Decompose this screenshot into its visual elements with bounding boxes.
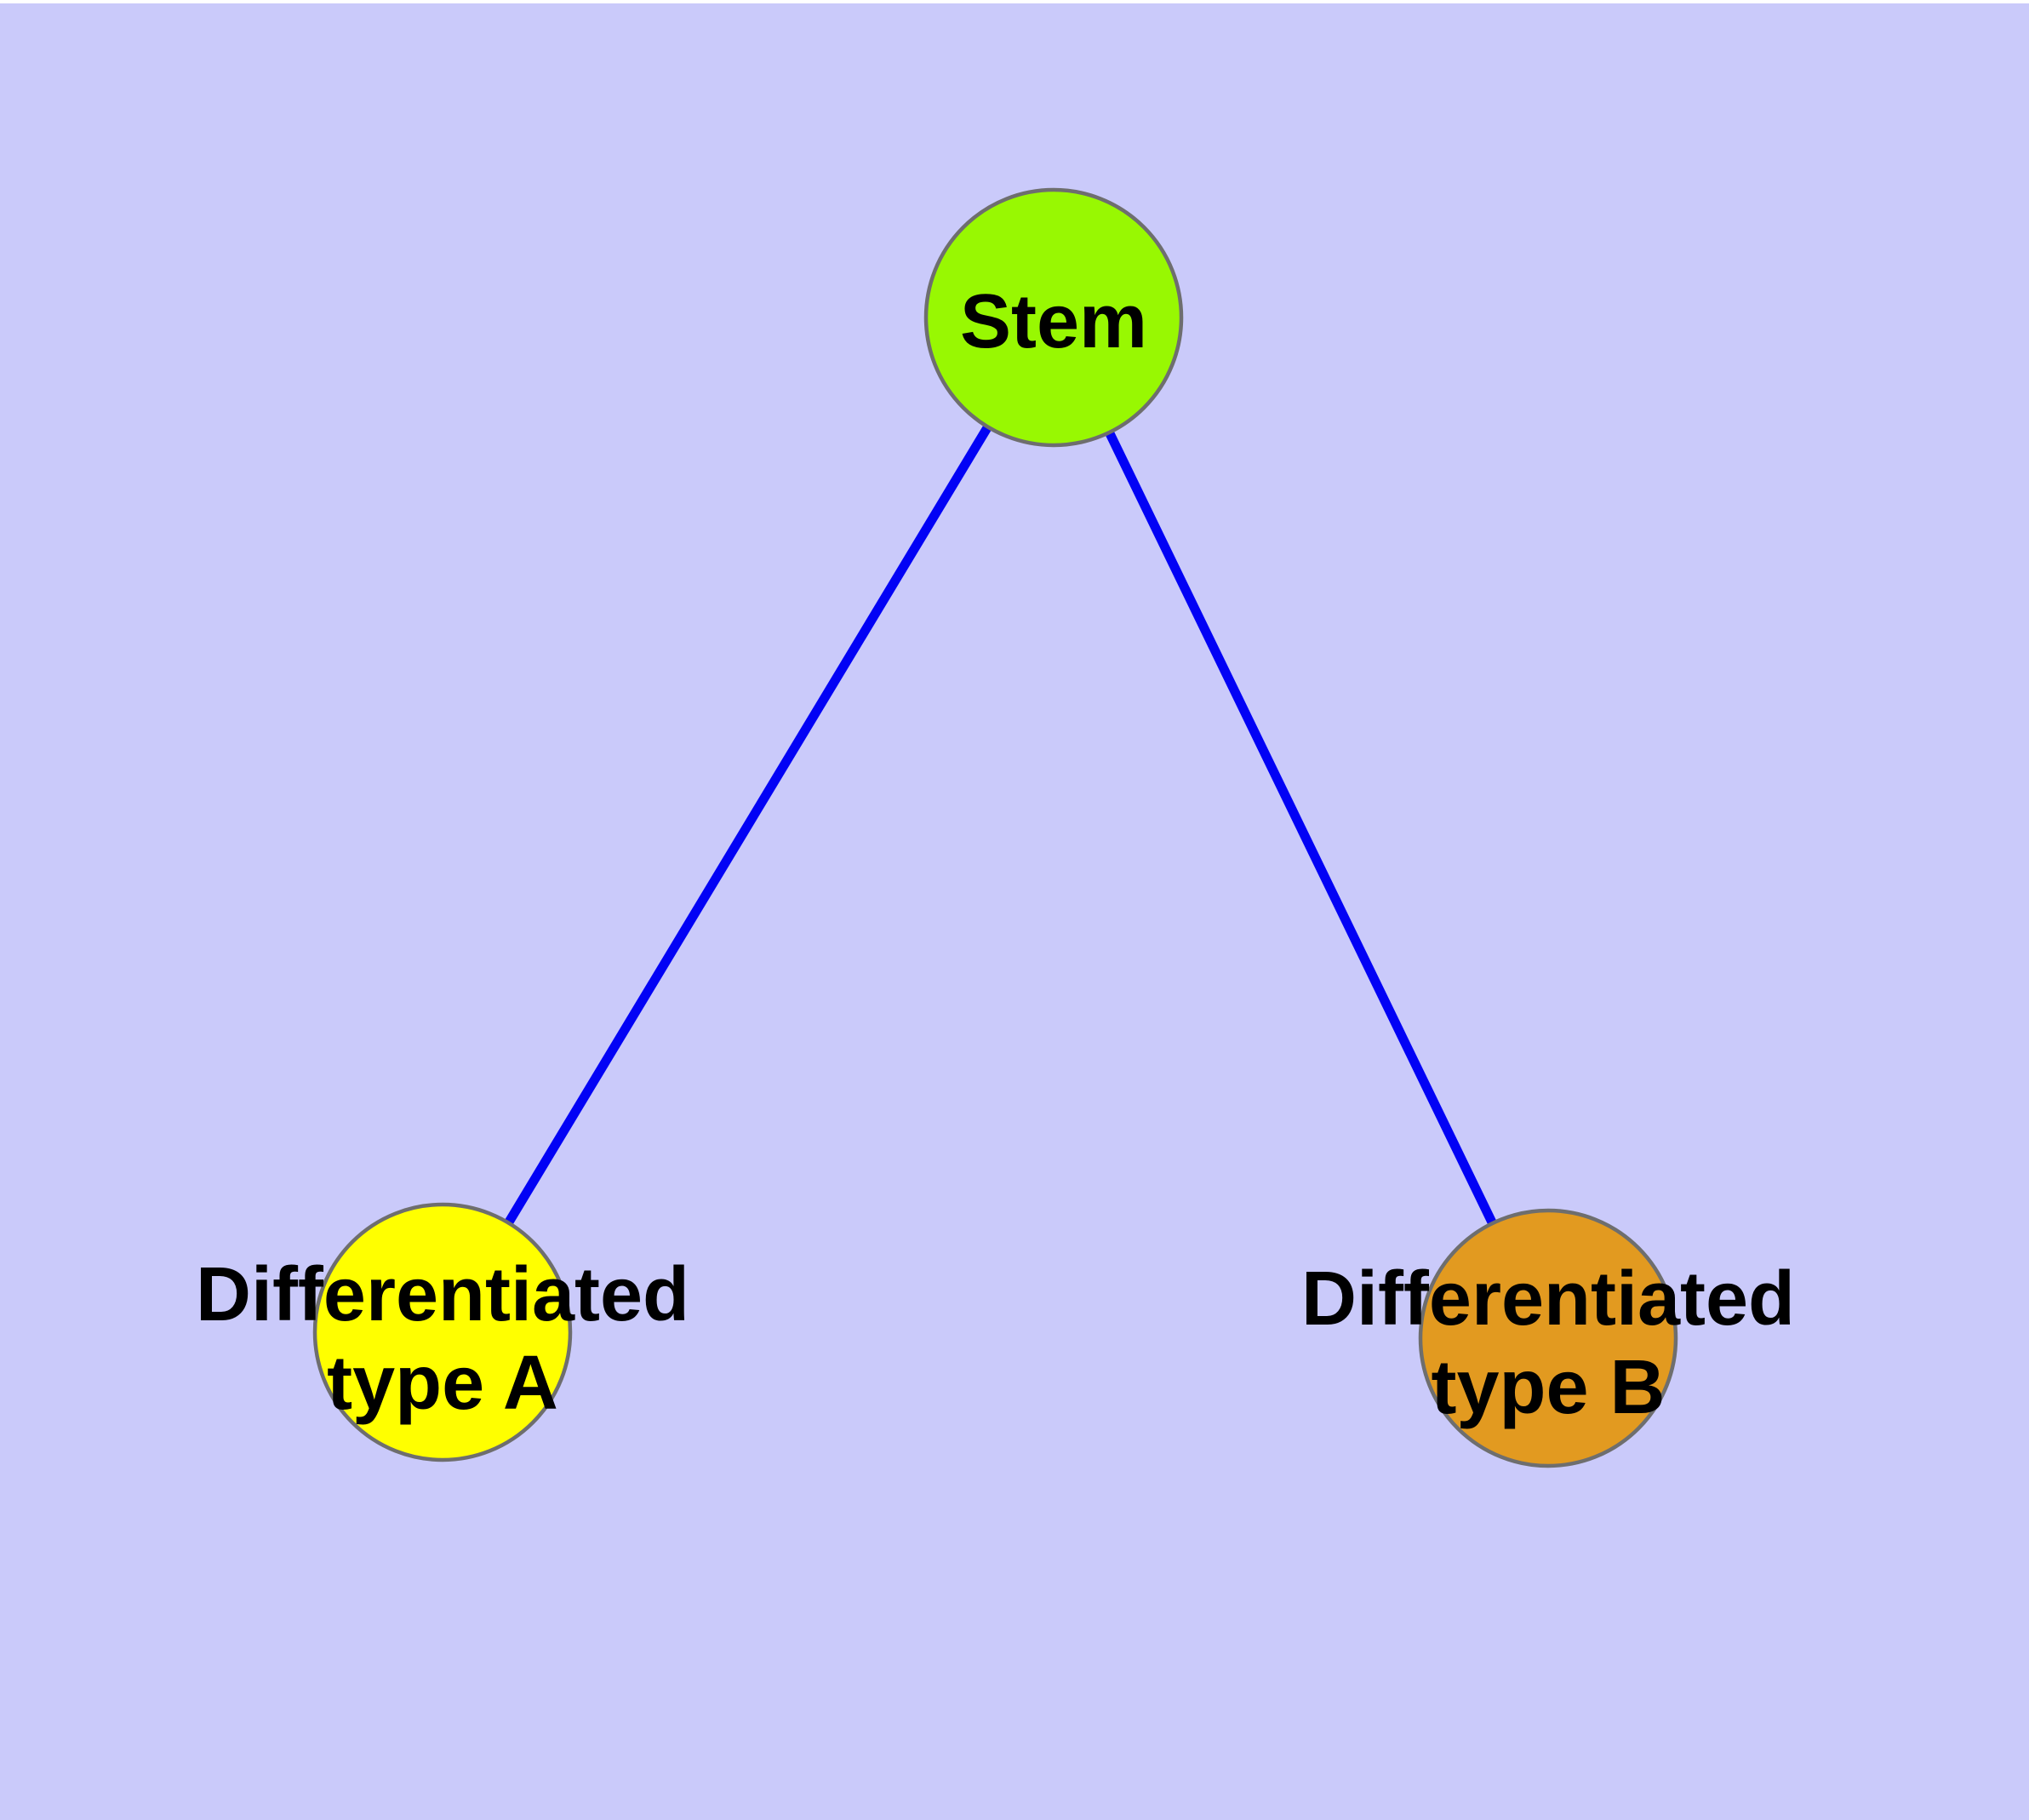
top-edge-strip bbox=[0, 0, 2029, 3]
node-differentiated-type-a bbox=[312, 1202, 573, 1462]
node-stem bbox=[923, 187, 1184, 448]
edge-stem-to-type-b bbox=[1049, 315, 1552, 1341]
node-label-type-b-line1: Differentiated bbox=[1301, 1256, 1795, 1342]
node-label-type-a-line2: type A bbox=[327, 1341, 558, 1426]
edge-stem-to-type-a bbox=[438, 315, 1058, 1335]
node-label-type-b-line2: type B bbox=[1431, 1345, 1665, 1430]
node-label-type-a-line1: Differentiated bbox=[196, 1252, 689, 1337]
node-label-stem: Stem bbox=[960, 279, 1147, 364]
node-differentiated-type-b bbox=[1418, 1208, 1678, 1468]
